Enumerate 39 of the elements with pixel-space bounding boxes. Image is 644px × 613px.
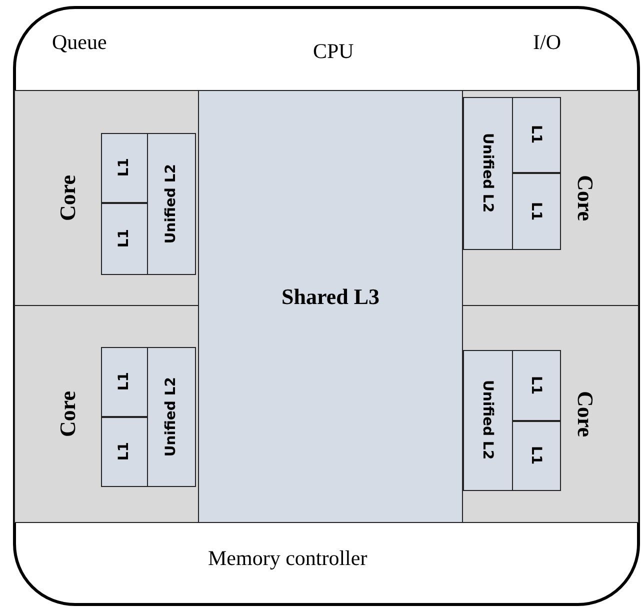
cache-block	[512, 420, 560, 490]
core-label: Core	[55, 174, 81, 222]
cache-label: L1	[528, 446, 544, 465]
cache-block	[512, 350, 560, 420]
core-label: Core	[572, 174, 598, 222]
region-label: Queue	[52, 30, 107, 55]
cache-block	[462, 350, 512, 490]
cache-label: L1	[528, 202, 544, 220]
cache-label: Unified L2	[163, 164, 179, 244]
cpu-chip-outline	[13, 6, 640, 606]
cache-block	[512, 172, 560, 250]
cache-label: Shared L3	[281, 284, 380, 310]
cache-block	[146, 346, 196, 486]
core-panel	[14, 90, 199, 306]
cache-label: L1	[116, 158, 132, 177]
cache-label: L1	[116, 372, 132, 391]
chip-title: CPU	[313, 39, 354, 64]
cache-block	[100, 132, 148, 202]
cache-label: Unified L2	[480, 380, 496, 460]
core-panel	[462, 305, 639, 523]
core-panel	[14, 305, 199, 523]
cache-block	[100, 416, 148, 486]
cache-label: L1	[116, 229, 132, 248]
cache-label: Unified L2	[480, 133, 496, 213]
cache-label: L1	[528, 125, 544, 144]
core-label: Core	[55, 390, 81, 438]
shared-cache-panel	[198, 90, 463, 523]
cache-label: L1	[116, 442, 132, 461]
cache-block	[100, 202, 148, 274]
region-label: Memory controller	[208, 546, 368, 571]
cache-block	[100, 346, 148, 416]
region-label: I/O	[533, 30, 561, 55]
cache-block	[512, 96, 560, 172]
core-label: Core	[572, 390, 598, 438]
core-panel	[462, 90, 639, 306]
cache-block	[146, 132, 196, 274]
cache-label: Unified L2	[163, 376, 179, 456]
cache-label: L1	[528, 376, 544, 394]
cache-block	[462, 96, 512, 250]
